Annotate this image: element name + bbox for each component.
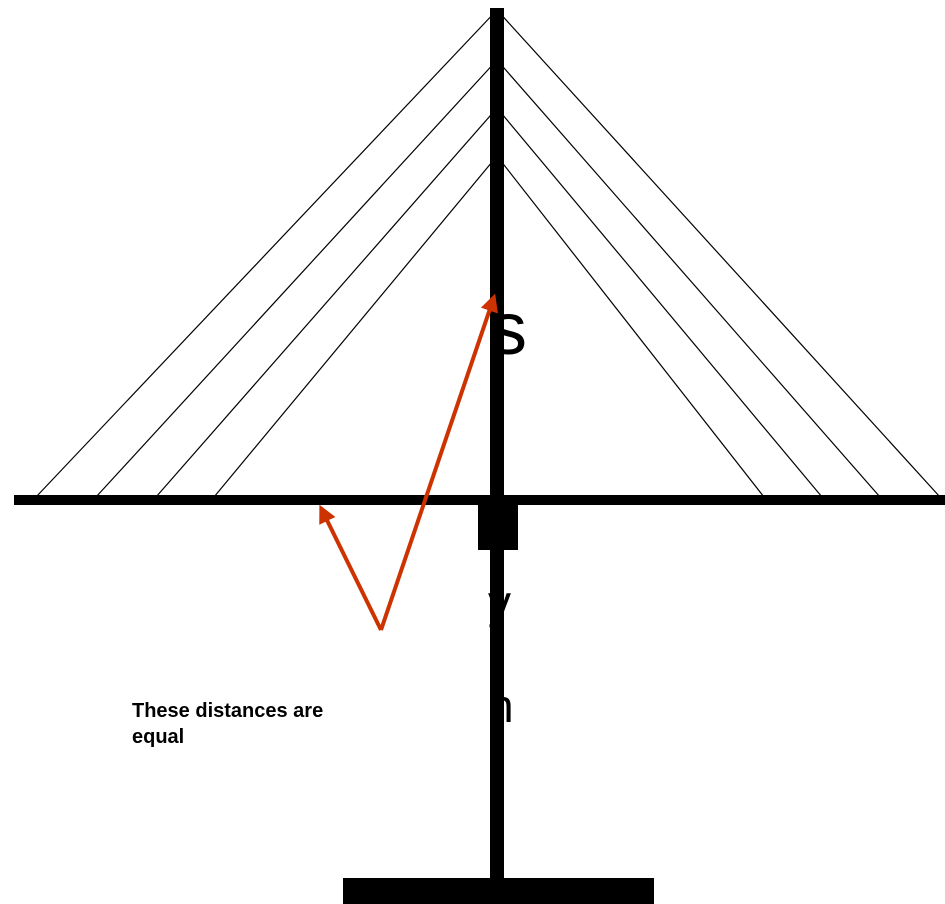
tower-foundation xyxy=(343,878,654,904)
left-stay-cables xyxy=(35,9,498,498)
right-stay-cables xyxy=(496,9,941,498)
equal-distance-arrows xyxy=(319,293,498,631)
arrow-to-tower xyxy=(379,293,498,631)
stay-cable xyxy=(155,107,498,498)
stay-cable xyxy=(496,59,881,498)
bridge-deck xyxy=(14,495,945,505)
stay-cable xyxy=(496,107,823,498)
stay-cable xyxy=(496,9,941,498)
arrow-to-deck xyxy=(319,504,383,631)
stay-cable xyxy=(35,9,498,498)
deck-bearing-block xyxy=(478,505,518,550)
annotation-label: These distances are equal xyxy=(132,700,324,749)
tower-pylon xyxy=(490,8,504,886)
stay-cable xyxy=(95,59,498,498)
stay-cable xyxy=(213,155,498,498)
stay-cable xyxy=(496,155,765,498)
